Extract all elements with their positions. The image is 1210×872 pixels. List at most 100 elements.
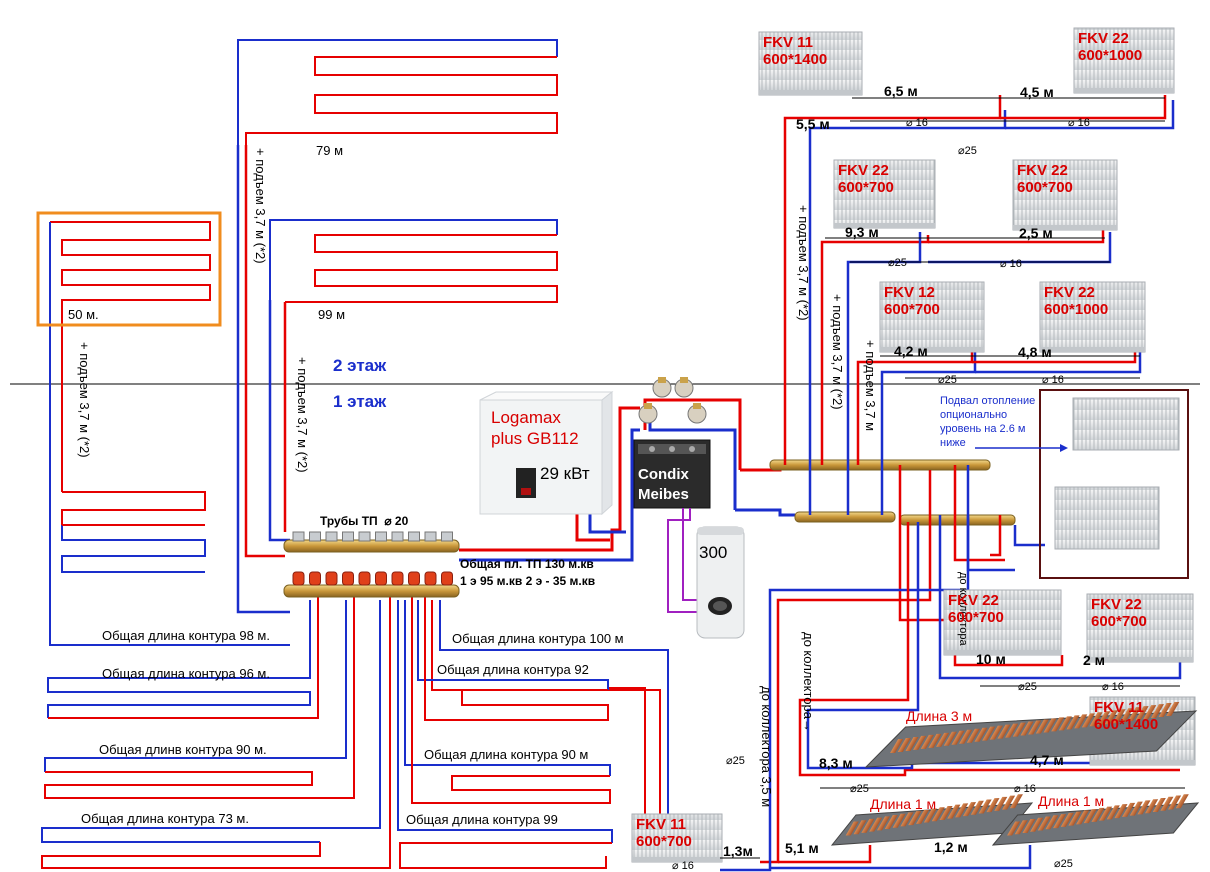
manifold-feed: [236, 145, 290, 614]
dhw-tank: [667, 508, 745, 639]
loop-50: [49, 221, 290, 646]
radiator-7-model: FKV 22: [948, 592, 999, 609]
loop-73-length: Общая длина контура 73 м.: [81, 811, 249, 826]
convector-3: [991, 794, 1200, 846]
diam-label-n: ⌀25: [1054, 858, 1073, 870]
loop-90-left-length: Общая длинв контура 90 м.: [99, 742, 267, 757]
tp-manifold: [283, 539, 460, 598]
dim-1-2: 1,2 м: [934, 839, 968, 855]
floor-1-label: 1 этаж: [333, 392, 387, 411]
radiator-6-model: FKV 22: [1044, 284, 1095, 301]
radiator-4: [1012, 159, 1118, 231]
diam-label-e: ⌀ 16: [1000, 258, 1022, 270]
loop-99-bottom-length: Общая длина контура 99: [406, 812, 558, 827]
loop-79-length: 79 м: [316, 143, 344, 158]
radiator-8: [1086, 593, 1194, 663]
rise-label-5: + подъем 3,7 м (*2): [830, 294, 845, 410]
manifold-floor-split: 1 э 95 м.кв 2 э - 35 м.кв: [460, 574, 596, 588]
diam-label-b: ⌀ 16: [1068, 117, 1090, 129]
radiator-3-model: FKV 22: [838, 162, 889, 179]
hydro-name: Condix: [638, 466, 689, 483]
radiator-3-size: 600*700: [838, 179, 894, 196]
boiler: [479, 390, 614, 516]
manifold-total-area: Общая пл. ТП 130 м.кв: [460, 557, 594, 571]
diam-label-d: ⌀25: [888, 257, 907, 269]
diam-label-f: ⌀25: [938, 374, 957, 386]
rise-label-3: + подъем 3,7 м (*2): [295, 357, 310, 473]
diam-label-a: ⌀ 16: [906, 117, 928, 129]
radiator-1-model: FKV 11: [763, 34, 814, 51]
manifold-pipes-label: Трубы ТП ⌀ 20: [320, 514, 409, 528]
dimension-lines: [720, 97, 1185, 859]
radiator-5-model: FKV 12: [884, 284, 935, 301]
loop-98-length: Общая длина контура 98 м.: [102, 628, 270, 643]
diam-label-h: ⌀25: [1018, 681, 1037, 693]
basement-frame: [1039, 389, 1189, 579]
loop-90-right: [404, 592, 611, 804]
diam-label-m: ⌀ 16: [672, 860, 694, 872]
dim-9-3: 9,3 м: [845, 224, 879, 240]
rise-label-2: + подъем 3,7 м (*2): [77, 342, 92, 458]
dim-5-5: 5,5 м: [796, 116, 830, 132]
hydro-unit: [633, 377, 742, 510]
dim-4-8: 4,8 м: [1018, 344, 1052, 360]
radiator-10-model: FKV 11: [636, 816, 687, 833]
loop-73: [41, 592, 391, 869]
diam-label-i: ⌀ 16: [1102, 681, 1124, 693]
basement-note-1: Подвал отопление: [940, 395, 1036, 407]
diam-label-l: ⌀ 16: [1014, 783, 1036, 795]
basement-radiator-1: [1072, 397, 1180, 451]
rise-label-1: + подъем 3,7 м (*2): [253, 148, 268, 264]
radiator-8-size: 600*700: [1091, 613, 1147, 630]
convector-2: [830, 794, 1034, 846]
diam-label-j: ⌀25: [726, 755, 745, 767]
dim-10: 10 м: [976, 651, 1006, 667]
dim-2: 2 м: [1083, 652, 1106, 668]
loop-79: [237, 39, 558, 145]
dim-5-1: 5,1 м: [785, 840, 819, 856]
loop-92-length: Общая длина контура 92: [437, 662, 589, 677]
hydro-maker: Meibes: [638, 486, 689, 503]
boiler-name: Logamax: [491, 408, 561, 427]
dim-4-5: 4,5 м: [1020, 84, 1054, 100]
rise-label-6: + подъем 3,7 м: [863, 340, 878, 432]
convector-2-length: Длина 1 м: [870, 796, 937, 812]
loop-99-length: 99 м: [318, 307, 346, 322]
dim-4-2: 4,2 м: [894, 343, 928, 359]
radiator-2: [1073, 27, 1175, 94]
radiator-1: [758, 31, 863, 96]
convector-1: [864, 702, 1198, 768]
radiator-10: [631, 813, 723, 863]
dim-6-5: 6,5 м: [884, 83, 918, 99]
basement-radiator-2: [1054, 486, 1160, 550]
radiator-7-size: 600*700: [948, 609, 1004, 626]
boiler-manifold-pipes: [459, 406, 640, 562]
radiator-2-size: 600*1000: [1078, 47, 1143, 64]
boiler-power: 29 кВт: [540, 464, 590, 483]
diam-label-c: ⌀25: [958, 145, 977, 157]
convector-1-length: Длина 3 м: [906, 708, 973, 724]
loop-96-length: Общая длина контура 96 м.: [102, 666, 270, 681]
convector-3-length: Длина 1 м: [1038, 793, 1105, 809]
basement-note-4: ниже: [940, 437, 966, 449]
basement-note-3: уровень на 2.6 м: [940, 423, 1026, 435]
tank-volume: 300: [699, 543, 728, 562]
radiator-3: [833, 159, 936, 229]
loop-50-length: 50 м.: [68, 307, 99, 322]
loop-90-right-length: Общая длина контура 90 м: [424, 747, 589, 762]
dim-1-3: 1,3м: [723, 843, 753, 859]
loop-96: [47, 595, 319, 719]
loop-92: [417, 596, 609, 721]
radiator-7: [943, 589, 1062, 656]
radiator-5-size: 600*700: [884, 301, 940, 318]
dim-8-3: 8,3 м: [819, 755, 853, 771]
loop-98: [61, 491, 206, 573]
radiator-6-size: 600*1000: [1044, 301, 1109, 318]
radiator-2-model: FKV 22: [1078, 30, 1129, 47]
boiler-model: plus GB112: [491, 429, 579, 448]
to-manifold-label-2: до коллектора→: [801, 632, 816, 732]
dim-2-5: 2,5 м: [1019, 225, 1053, 241]
diam-label-k: ⌀25: [850, 783, 869, 795]
diam-label-g: ⌀ 16: [1042, 374, 1064, 386]
loop-90-left: [44, 592, 355, 799]
